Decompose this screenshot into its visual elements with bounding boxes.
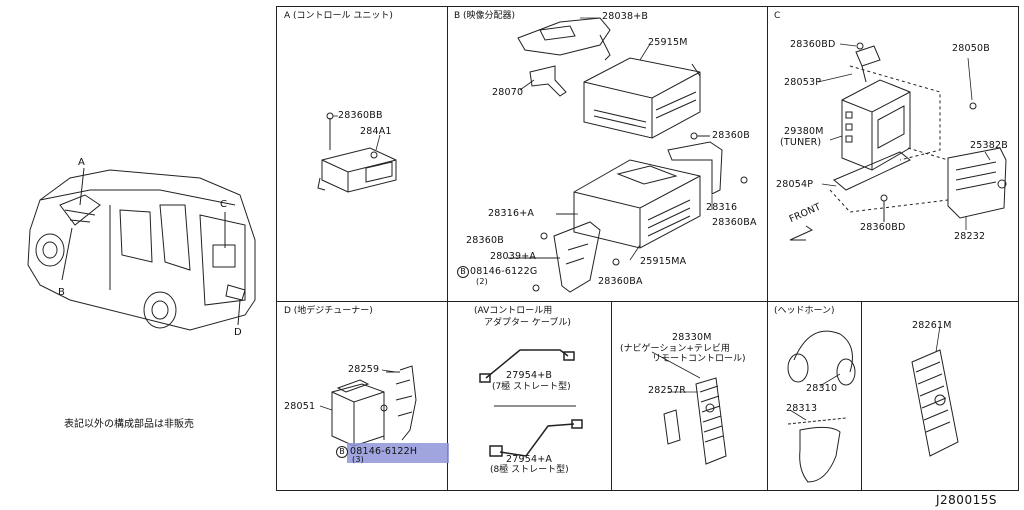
part-28051: 28051 [284, 401, 316, 412]
part-28070: 28070 [492, 87, 524, 98]
headphone-drawing [787, 330, 856, 483]
part-284a1: 284A1 [360, 126, 392, 137]
panel-c-title: C [774, 11, 781, 21]
tuner-drawing [789, 42, 1007, 241]
panel-a-title: A (コントロール ユニット) [284, 11, 393, 21]
part-28050b: 28050B [952, 43, 990, 54]
part-28316: 28316 [706, 202, 738, 213]
part-28360b-right: 28360B [712, 130, 750, 141]
part-28330m-desc-2: リモートコントロール) [652, 354, 746, 364]
rear-remote-drawing [911, 349, 959, 457]
part-27954b-desc: (7極 ストレート型) [492, 382, 571, 392]
part-28360bd-bottom: 28360BD [860, 222, 906, 233]
panel-e-title: (AVコントロール用 [474, 306, 553, 316]
part-28259: 28259 [348, 364, 380, 375]
part-27954a-desc: (8極 ストレート型) [490, 465, 569, 475]
panel-a-frame [276, 6, 448, 302]
callout-a: A [78, 157, 85, 168]
part-28330m: 28330M [672, 332, 712, 343]
part-27954a: 27954+A [506, 454, 553, 465]
panel-f-frame [611, 301, 768, 491]
part-28310: 28310 [806, 383, 838, 394]
part-28316a: 28316+A [488, 208, 535, 219]
not-sold-note: 表記以外の構成部品は非販売 [64, 419, 194, 430]
control-unit-drawing [317, 112, 397, 193]
part-28261m: 28261M [912, 320, 952, 331]
part-28038b: 28038+B [602, 11, 649, 22]
leader-lines [319, 17, 991, 421]
bolt-marker-d: B [336, 446, 348, 458]
part-25915m: 25915M [648, 37, 688, 48]
selected-part-highlight [347, 443, 449, 463]
part-28313: 28313 [786, 403, 818, 414]
part-28054p: 28054P [776, 179, 814, 190]
part-28360bb: 28360BB [338, 110, 383, 121]
digital-tuner-drawing [331, 365, 417, 447]
part-08146-6122g: 08146-6122G [470, 266, 538, 277]
part-28257r: 28257R [648, 385, 687, 396]
panel-d-title: D (地デジチューナー) [284, 306, 373, 316]
callout-c: C [220, 199, 227, 210]
diagram-code: J280015S [936, 493, 997, 507]
part-28232: 28232 [954, 231, 986, 242]
part-28360ba-right: 28360BA [712, 217, 757, 228]
panel-g-frame [767, 301, 862, 491]
part-28053p: 28053P [784, 77, 822, 88]
part-28360b-left: 28360B [466, 235, 504, 246]
part-08146-6122h: 08146-6122H [350, 446, 418, 457]
remote-drawing [663, 377, 727, 465]
part-29380m: 29380M [784, 126, 824, 137]
callout-b: B [58, 287, 65, 298]
av-distributor-drawing [508, 17, 748, 293]
part-28360ba-bottom: 28360BA [598, 276, 643, 287]
panel-g-title: (ヘッドホーン) [774, 306, 835, 316]
part-qty-3: (3) [352, 455, 364, 464]
part-25382b: 25382B [970, 140, 1008, 151]
panel-e-title-2: アダプター ケーブル) [484, 318, 571, 328]
part-tuner-label: (TUNER) [780, 137, 822, 148]
callout-d: D [234, 327, 242, 338]
part-qty-2: (2) [476, 277, 488, 286]
panel-h-frame [861, 301, 1019, 491]
van-illustration [27, 167, 256, 331]
part-28039a: 28039+A [490, 251, 537, 262]
part-28330m-desc-1: (ナビゲーション+テレビ用 [620, 344, 730, 354]
adapter-cable-drawing [479, 349, 583, 457]
panel-b-title: B (映像分配器) [454, 11, 516, 21]
bolt-marker-b: B [457, 266, 469, 278]
part-28360bd-top: 28360BD [790, 39, 836, 50]
part-25915ma: 25915MA [640, 256, 687, 267]
part-27954b: 27954+B [506, 370, 553, 381]
